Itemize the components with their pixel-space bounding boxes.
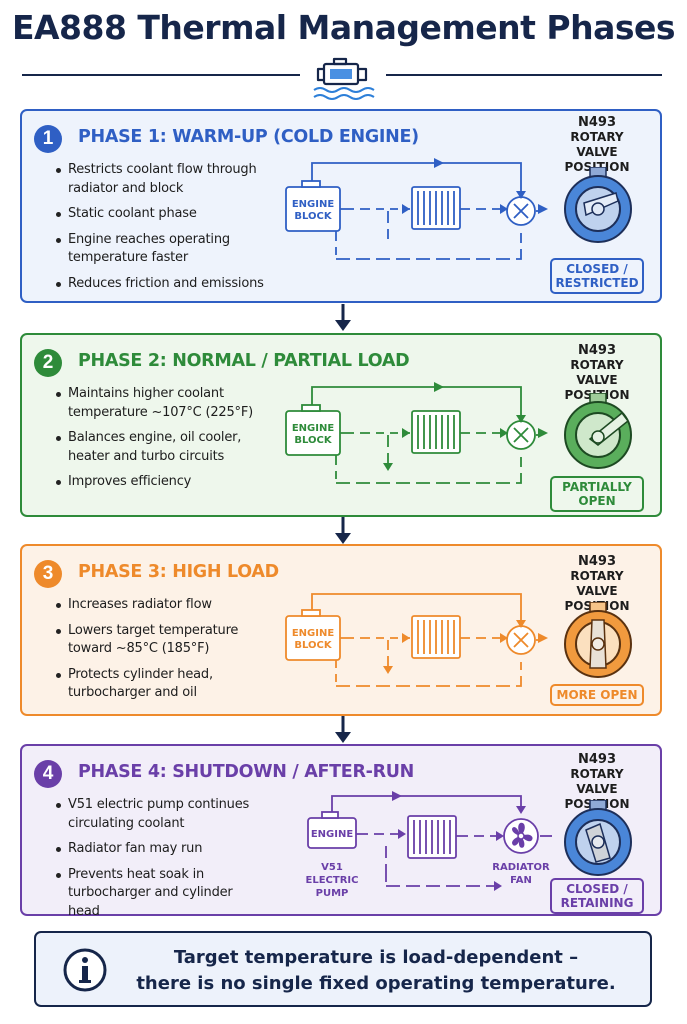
list-item: Prevents heat soak in turbocharger and c…: [56, 866, 268, 922]
phase-2-flow-diagram: ENGINE BLOCK: [285, 382, 548, 484]
status-text: OPEN: [578, 494, 616, 508]
note-text: Target temperature is load-dependent – t…: [126, 945, 626, 997]
arrow-down-icon: [335, 517, 351, 544]
list-item: Restricts coolant flow through radiator …: [56, 161, 268, 198]
phase-4-number: 4: [34, 760, 62, 788]
pump-label: ELECTRIC: [306, 875, 359, 886]
valve-heading: N493 ROTARY VALVE POSITION: [552, 115, 642, 175]
valve-heading: N493 ROTARY VALVE POSITION: [552, 752, 642, 812]
list-item: Static coolant phase: [56, 205, 268, 224]
engine-coolant-icon: [313, 57, 375, 100]
phase-2-bullets: Maintains higher coolant temperature ~10…: [56, 385, 268, 499]
list-item: Improves efficiency: [56, 473, 268, 492]
phase-1-flow-diagram: ENGINE BLOCK: [285, 158, 548, 260]
title-rule-right: [386, 74, 662, 76]
info-icon: [63, 948, 107, 992]
valve-heading-line: ROTARY VALVE: [570, 767, 624, 796]
list-item: Radiator fan may run: [56, 840, 268, 859]
phase-4-panel: 4 PHASE 4: SHUTDOWN / AFTER-RUN V51 elec…: [20, 744, 662, 919]
arrow-down-icon: [335, 716, 351, 743]
valve-status-badge: MORE OPEN: [550, 684, 644, 706]
phase-3-flow-diagram: ENGINE BLOCK: [285, 593, 548, 687]
phase-4-bullets: V51 electric pump continues circulating …: [56, 796, 268, 928]
note-line: Target temperature is load-dependent –: [173, 947, 579, 968]
phase-1-bullets: Restricts coolant flow through radiator …: [56, 161, 268, 300]
list-item: Lowers target temperature toward ~85°C (…: [56, 622, 268, 659]
list-item: V51 electric pump continues circulating …: [56, 796, 268, 833]
valve-heading-line: ROTARY VALVE: [570, 358, 624, 387]
rotary-valve-icon: [564, 167, 632, 243]
phase-3-panel: 3 PHASE 3: HIGH LOAD Increases radiator …: [20, 544, 662, 716]
rotary-valve-icon: [564, 602, 632, 678]
rotary-valve-icon: [564, 800, 632, 876]
valve-heading-line: ROTARY VALVE: [570, 130, 624, 159]
engine-label: ENGINE: [292, 628, 334, 639]
valve-status-badge: PARTIALLY OPEN: [550, 476, 644, 512]
phase-2-number: 2: [34, 349, 62, 377]
title-rule-left: [22, 74, 300, 76]
fan-label: FAN: [510, 875, 532, 886]
list-item: Balances engine, oil cooler, heater and …: [56, 429, 268, 466]
list-item: Protects cylinder head, turbocharger and…: [56, 666, 268, 703]
list-item: Engine reaches operating temperature fas…: [56, 231, 268, 268]
phase-3-title: PHASE 3: HIGH LOAD: [78, 562, 279, 582]
phase-1-number: 1: [34, 125, 62, 153]
engine-label: ENGINE: [292, 423, 334, 434]
phase-4-flow-diagram: ENGINE V51 ELECTRIC PUMP RADIATOR FAN: [306, 791, 552, 899]
list-item: Maintains higher coolant temperature ~10…: [56, 385, 268, 422]
pump-label: V51: [321, 862, 343, 873]
valve-heading-line: N493: [577, 343, 617, 358]
valve-heading-line: N493: [577, 554, 617, 569]
rotary-valve-icon: [564, 393, 632, 469]
arrow-down-icon: [335, 304, 351, 331]
info-note: Target temperature is load-dependent – t…: [34, 931, 652, 1007]
phase-4-title: PHASE 4: SHUTDOWN / AFTER-RUN: [78, 762, 415, 782]
engine-label: BLOCK: [294, 435, 332, 446]
engine-label: ENGINE: [311, 829, 353, 840]
valve-status-badge: CLOSED / RESTRICTED: [550, 258, 644, 294]
status-text: MORE OPEN: [556, 688, 638, 702]
status-text: CLOSED /: [566, 262, 628, 276]
engine-label: BLOCK: [294, 211, 332, 222]
fan-label: RADIATOR: [492, 862, 550, 873]
status-text: RETAINING: [560, 896, 634, 910]
pump-label: PUMP: [316, 888, 349, 899]
page-title: EA888 Thermal Management Phases: [11, 8, 676, 47]
phase-2-panel: 2 PHASE 2: NORMAL / PARTIAL LOAD Maintai…: [20, 333, 662, 517]
status-text: PARTIALLY: [562, 480, 632, 494]
list-item: Reduces friction and emissions: [56, 275, 268, 294]
valve-status-badge: CLOSED / RETAINING: [550, 878, 644, 914]
status-text: RESTRICTED: [555, 276, 639, 290]
phase-1-panel: 1 PHASE 1: WARM-UP (COLD ENGINE) Restric…: [20, 109, 662, 303]
phase-3-bullets: Increases radiator flow Lowers target te…: [56, 596, 268, 710]
engine-label: BLOCK: [294, 640, 332, 651]
list-item: Increases radiator flow: [56, 596, 268, 615]
valve-heading-line: ROTARY VALVE: [570, 569, 624, 598]
engine-label: ENGINE: [292, 199, 334, 210]
valve-heading-line: N493: [577, 752, 617, 767]
phase-2-title: PHASE 2: NORMAL / PARTIAL LOAD: [78, 351, 410, 371]
phase-1-title: PHASE 1: WARM-UP (COLD ENGINE): [78, 127, 419, 147]
status-text: CLOSED /: [566, 882, 628, 896]
valve-heading-line: N493: [577, 115, 617, 130]
note-line: there is no single fixed operating tempe…: [136, 973, 616, 994]
phase-3-number: 3: [34, 560, 62, 588]
